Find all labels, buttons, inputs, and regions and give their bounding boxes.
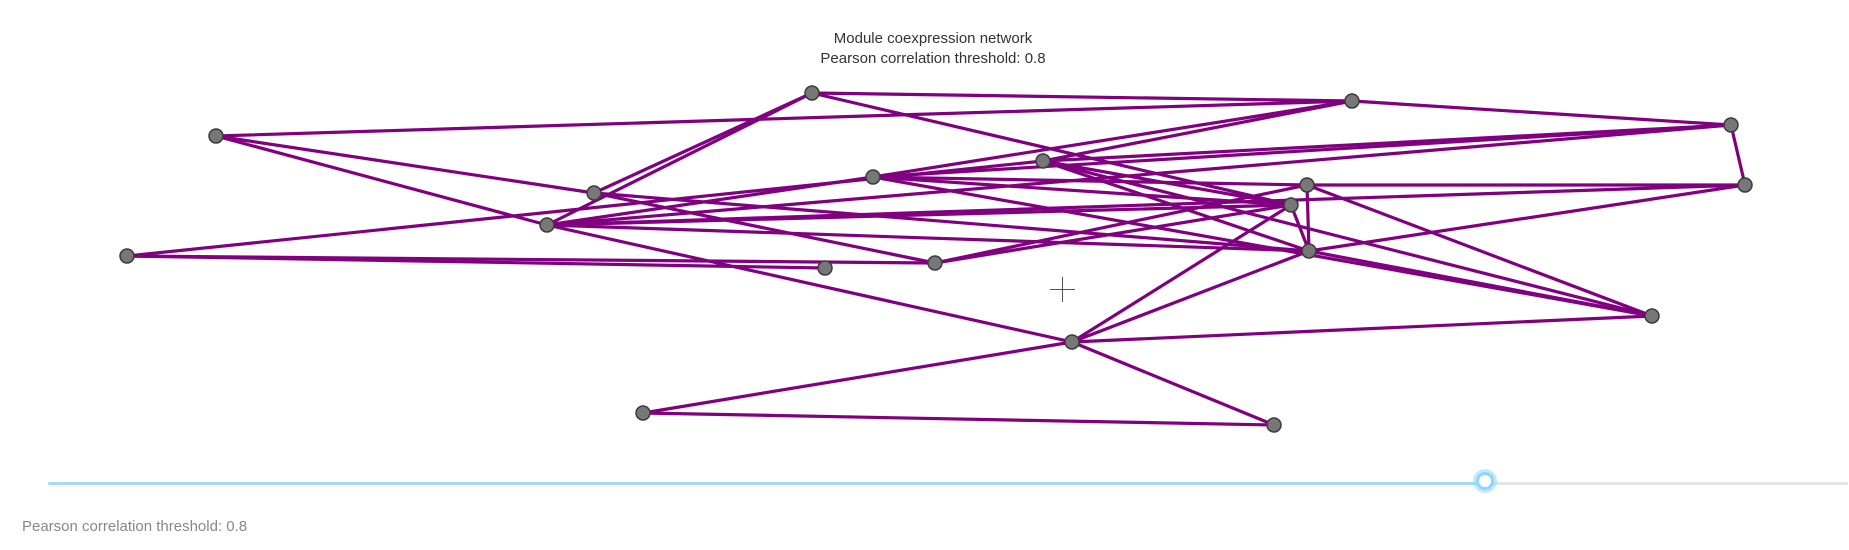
network-edge: [1070, 249, 1311, 344]
network-edge: [641, 411, 1276, 427]
network-node[interactable]: [927, 255, 943, 271]
network-edge: [545, 223, 1311, 253]
network-node[interactable]: [1064, 334, 1080, 350]
network-edge: [545, 123, 1733, 227]
network-node[interactable]: [635, 405, 651, 421]
chart-title-line1: Module coexpression network: [833, 30, 1033, 47]
network-nodes: [119, 85, 1753, 433]
network-edge: [871, 175, 1309, 187]
network-edge: [1307, 249, 1654, 318]
chart-title: Module coexpression network Pearson corr…: [0, 29, 1849, 69]
network-node[interactable]: [804, 85, 820, 101]
network-edge: [810, 91, 1354, 103]
network-edge: [214, 134, 596, 195]
network-node[interactable]: [1737, 177, 1753, 193]
network-edge: [1041, 159, 1654, 318]
network-node[interactable]: [1644, 308, 1660, 324]
chart-title-line2: Pearson correlation threshold: 0.8: [820, 50, 1046, 67]
network-edge: [592, 191, 937, 265]
network-edge: [1070, 314, 1654, 344]
network-edge: [125, 159, 1045, 258]
network-node[interactable]: [865, 169, 881, 185]
network-edge: [1289, 203, 1311, 253]
network-edge: [1070, 340, 1276, 427]
network-edge: [1041, 159, 1311, 253]
threshold-caption: Pearson correlation threshold: 0.8: [22, 518, 248, 535]
network-node[interactable]: [1301, 243, 1317, 259]
network-edge: [641, 340, 1074, 415]
network-edge: [1070, 203, 1293, 344]
network-edge: [871, 99, 1354, 179]
network-graph[interactable]: [0, 0, 1849, 460]
network-edge: [1305, 183, 1654, 318]
network-node[interactable]: [817, 260, 833, 276]
network-node[interactable]: [1299, 177, 1315, 193]
network-node[interactable]: [1344, 93, 1360, 109]
threshold-slider[interactable]: [48, 472, 1848, 491]
network-edge: [871, 175, 1293, 207]
network-node[interactable]: [1035, 153, 1051, 169]
crosshair-cursor-icon: [1050, 277, 1075, 302]
network-edge: [592, 191, 1311, 253]
network-edge: [214, 134, 549, 227]
network-node[interactable]: [1266, 417, 1282, 433]
network-edge: [545, 203, 1293, 227]
network-edges: [125, 91, 1747, 427]
network-edge: [1350, 99, 1733, 127]
network-edge: [125, 254, 937, 265]
network-edge: [933, 183, 1309, 265]
network-edge: [933, 203, 1293, 265]
network-edge: [1305, 183, 1311, 253]
network-node[interactable]: [1723, 117, 1739, 133]
network-edge: [545, 223, 1074, 344]
slider-handle[interactable]: [1476, 472, 1494, 490]
network-edge: [214, 99, 1354, 138]
network-edge: [1307, 183, 1747, 253]
slider-fill: [48, 482, 1488, 485]
network-node[interactable]: [586, 185, 602, 201]
network-edge: [1729, 123, 1747, 187]
network-node[interactable]: [208, 128, 224, 144]
network-node[interactable]: [539, 217, 555, 233]
network-edge: [1041, 123, 1733, 163]
network-node[interactable]: [1283, 197, 1299, 213]
network-node[interactable]: [119, 248, 135, 264]
network-edge: [1041, 99, 1354, 163]
network-edge: [592, 91, 814, 195]
